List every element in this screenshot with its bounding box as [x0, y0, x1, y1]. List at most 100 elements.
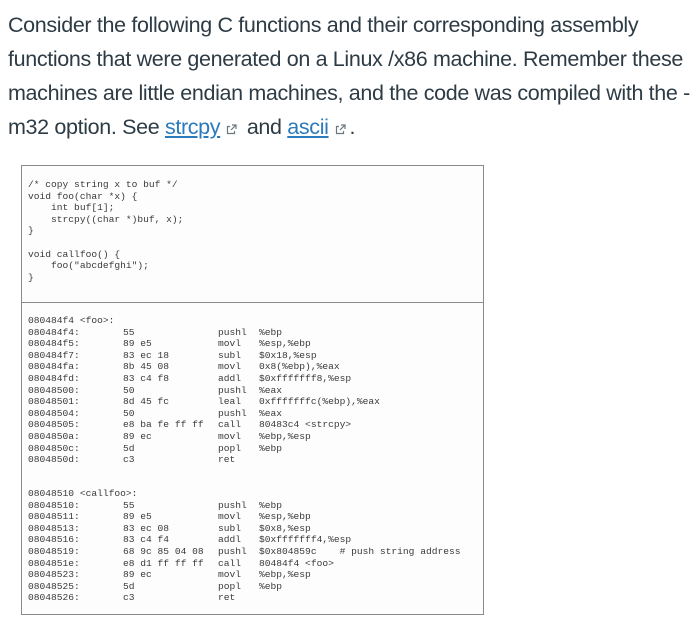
instruction-bytes: 5d: [123, 580, 135, 592]
instruction-row: 08048500: 50 pushl %eax: [28, 384, 282, 397]
instruction-mnemonic: subl: [218, 522, 242, 534]
instruction-address: 080484fa:: [28, 361, 80, 373]
instruction-mnemonic: call: [218, 419, 242, 431]
instruction-address: 080484fd:: [28, 372, 80, 384]
instruction-operands: 0xfffffffc(%ebp),%eax: [259, 396, 380, 408]
instruction-operands: %ebp: [259, 499, 283, 511]
instruction-address: 0804850d:: [28, 454, 80, 466]
instruction-bytes: 89 ec: [123, 569, 152, 581]
instruction-row: 08048501: 8d 45 fc leal 0xfffffffc(%ebp),%e…: [28, 396, 380, 408]
instruction-bytes: e8 ba fe ff ff: [123, 419, 204, 431]
instruction-address: 0804850c:: [28, 442, 80, 454]
instruction-operands: $0xfffffff4,%esp: [259, 534, 352, 546]
instruction-mnemonic: pushl: [218, 499, 247, 511]
instruction-operands: %ebp: [259, 442, 283, 454]
code-figure: /* copy string x to buf */void foo(char …: [21, 165, 484, 615]
instruction-address: 08048500:: [28, 384, 80, 396]
instruction-bytes: 5d: [123, 442, 135, 454]
instruction-address: 08048510:: [28, 499, 80, 511]
instruction-bytes: 83 ec 08: [123, 522, 170, 534]
c-code-line: }: [28, 225, 34, 237]
instruction-row: 08048526: c3 ret: [28, 592, 235, 604]
instruction-mnemonic: movl: [218, 430, 242, 442]
instruction-address: 08048513:: [28, 522, 80, 534]
instruction-operands: %eax: [259, 407, 283, 419]
intro-and-text: and: [241, 115, 288, 139]
instruction-mnemonic: popl: [218, 442, 242, 454]
instruction-address: 08048501:: [28, 396, 80, 408]
instruction-address: 08048519:: [28, 545, 80, 557]
instruction-operands: 0x8(%ebp),%eax: [259, 361, 340, 373]
instruction-address: 08048516:: [28, 534, 80, 546]
instruction-bytes: c3: [123, 454, 135, 466]
instruction-bytes: 55: [123, 326, 135, 338]
instruction-bytes: 83 c4 f8: [123, 372, 170, 384]
instruction-operands: 80484f4 <foo>: [259, 557, 334, 569]
foo-label: 080484f4 <foo>:: [28, 315, 115, 326]
instruction-operands: %eax: [259, 384, 283, 396]
c-code-line: void foo(char *x) {: [28, 190, 138, 202]
instruction-mnemonic: movl: [218, 511, 242, 523]
c-code-line: void callfoo() {: [28, 248, 121, 260]
instruction-mnemonic: leal: [218, 396, 242, 408]
instruction-operands: %esp,%ebp: [259, 338, 311, 350]
instruction-mnemonic: pushl: [218, 407, 247, 419]
external-link-icon: [335, 124, 346, 135]
instruction-mnemonic: popl: [218, 580, 242, 592]
c-code-line: int buf[1];: [28, 202, 115, 214]
c-code-line: }: [28, 271, 34, 283]
strcpy-link[interactable]: strcpy: [164, 115, 221, 139]
foo-instructions: 080484f4: 55 pushl %ebp 080484f5: 89 e5 movl %e…: [28, 326, 380, 466]
instruction-address: 0804850a:: [28, 430, 80, 442]
instruction-operands: %ebp: [259, 580, 283, 592]
instruction-bytes: 50: [123, 384, 135, 396]
instruction-bytes: 89 e5: [123, 511, 152, 523]
instruction-bytes: 83 ec 18: [123, 349, 170, 361]
instruction-mnemonic: movl: [218, 338, 242, 350]
instruction-mnemonic: ret: [218, 592, 236, 604]
c-source-code: /* copy string x to buf */void foo(char …: [28, 179, 183, 283]
instruction-row: 08048525: 5d popl %ebp: [28, 580, 282, 593]
instruction-operands: $0xfffffff8,%esp: [259, 372, 352, 384]
instruction-address: 08048511:: [28, 511, 80, 523]
instruction-mnemonic: subl: [218, 349, 242, 361]
instruction-operands: $0x804859c # push string address: [259, 545, 461, 557]
instruction-mnemonic: call: [218, 557, 242, 569]
c-code-line: foo("abcdefghi");: [28, 260, 149, 272]
instruction-operands: $0x18,%esp: [259, 349, 317, 361]
instruction-address: 08048505:: [28, 419, 80, 431]
instruction-operands: %ebp: [259, 326, 283, 338]
instruction-address: 080484f5:: [28, 338, 80, 350]
instruction-operands: %ebp,%esp: [259, 569, 311, 581]
external-link-icon: [226, 124, 237, 135]
instruction-bytes: 8d 45 fc: [123, 396, 170, 408]
instruction-bytes: c3: [123, 592, 135, 604]
instruction-operands: $0x8,%esp: [259, 522, 311, 534]
instruction-bytes: 83 c4 f4: [123, 534, 170, 546]
instruction-address: 08048525:: [28, 580, 80, 592]
instruction-mnemonic: pushl: [218, 384, 247, 396]
instruction-address: 08048526:: [28, 592, 80, 604]
instruction-bytes: 89 e5: [123, 338, 152, 350]
intro-period: .: [349, 115, 356, 139]
instruction-row: 0804850c: 5d popl %ebp: [28, 442, 282, 455]
instruction-address: 080484f4:: [28, 326, 80, 338]
instruction-address: 08048523:: [28, 569, 80, 581]
ascii-link[interactable]: ascii: [287, 115, 329, 139]
instruction-address: 0804851e:: [28, 557, 80, 569]
instruction-bytes: 50: [123, 407, 135, 419]
figure-divider: [22, 302, 483, 303]
